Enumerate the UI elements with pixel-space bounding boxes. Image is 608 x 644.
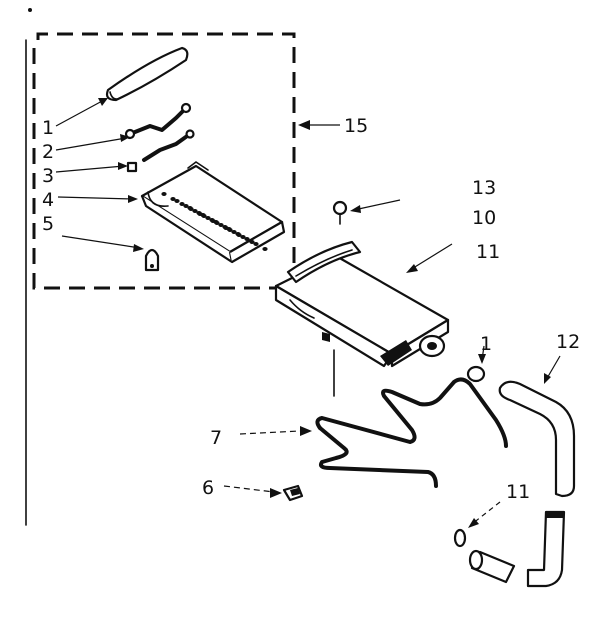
callout-7-leader [239,426,312,436]
strainer-hole [170,197,176,201]
callout-2: 2 [42,141,54,163]
strainer-hole [240,235,246,239]
part-lower-tube [468,510,566,588]
strainer-hole [183,204,189,208]
callout-11-top: 11 [476,241,500,263]
strainer-hole [262,247,268,251]
callout-1-oring: 1 [480,333,492,355]
strainer-hole [201,214,207,218]
part-6-clip [282,484,304,502]
strainer-hole [188,207,194,211]
callout-11-bottom-leader [468,501,501,528]
strainer-hole [210,219,216,223]
strainer-hole [249,240,255,244]
part-13-screw [332,200,348,225]
part-11-oring [453,528,467,548]
part-2-link [124,102,192,140]
callout-15: 15 [344,115,368,137]
kit-dashed-box [32,32,296,290]
callout-10-leader [406,243,453,273]
part-12-hose [498,380,576,498]
strainer-hole [223,226,229,230]
callout-5: 5 [42,213,54,235]
callout-3: 3 [42,165,54,187]
part-5-screw [144,248,160,272]
callout-12: 12 [556,331,580,353]
callout-7: 7 [210,427,222,449]
strainer-hole [179,202,185,206]
part-1-oring [466,365,486,383]
callout-1-oring-leader [478,345,486,364]
callout-13-leader [350,199,401,213]
strainer-hole [253,242,259,246]
callout-12-leader [544,355,561,384]
callout-4: 4 [42,189,54,211]
part-10-housing [274,240,450,368]
corner-mark [28,8,32,12]
strainer-hole [231,230,237,234]
strainer-hole [227,228,233,232]
strainer-hole [205,216,211,220]
strainer-hole [236,233,242,237]
part-4-strainer [140,161,286,264]
callout-10: 10 [472,207,496,229]
callout-6: 6 [202,477,214,499]
part-1-cover [105,46,189,102]
part-3-lever [126,129,195,173]
callout-11-bottom: 11 [506,481,530,503]
part-7-wire [315,377,508,488]
strainer-hole [197,212,203,216]
callout-1: 1 [42,117,54,139]
callout-15-leader [298,120,340,130]
callout-leaders-kit [55,98,144,252]
strainer-hole [192,209,198,213]
strainer-hole [161,192,167,196]
callout-13: 13 [472,177,496,199]
strainer-hole [214,221,220,225]
strainer-holes [161,192,268,251]
strainer-hole [174,199,180,203]
callout-6-leader [223,485,282,498]
strainer-hole [244,237,250,241]
strainer-hole [218,223,224,227]
